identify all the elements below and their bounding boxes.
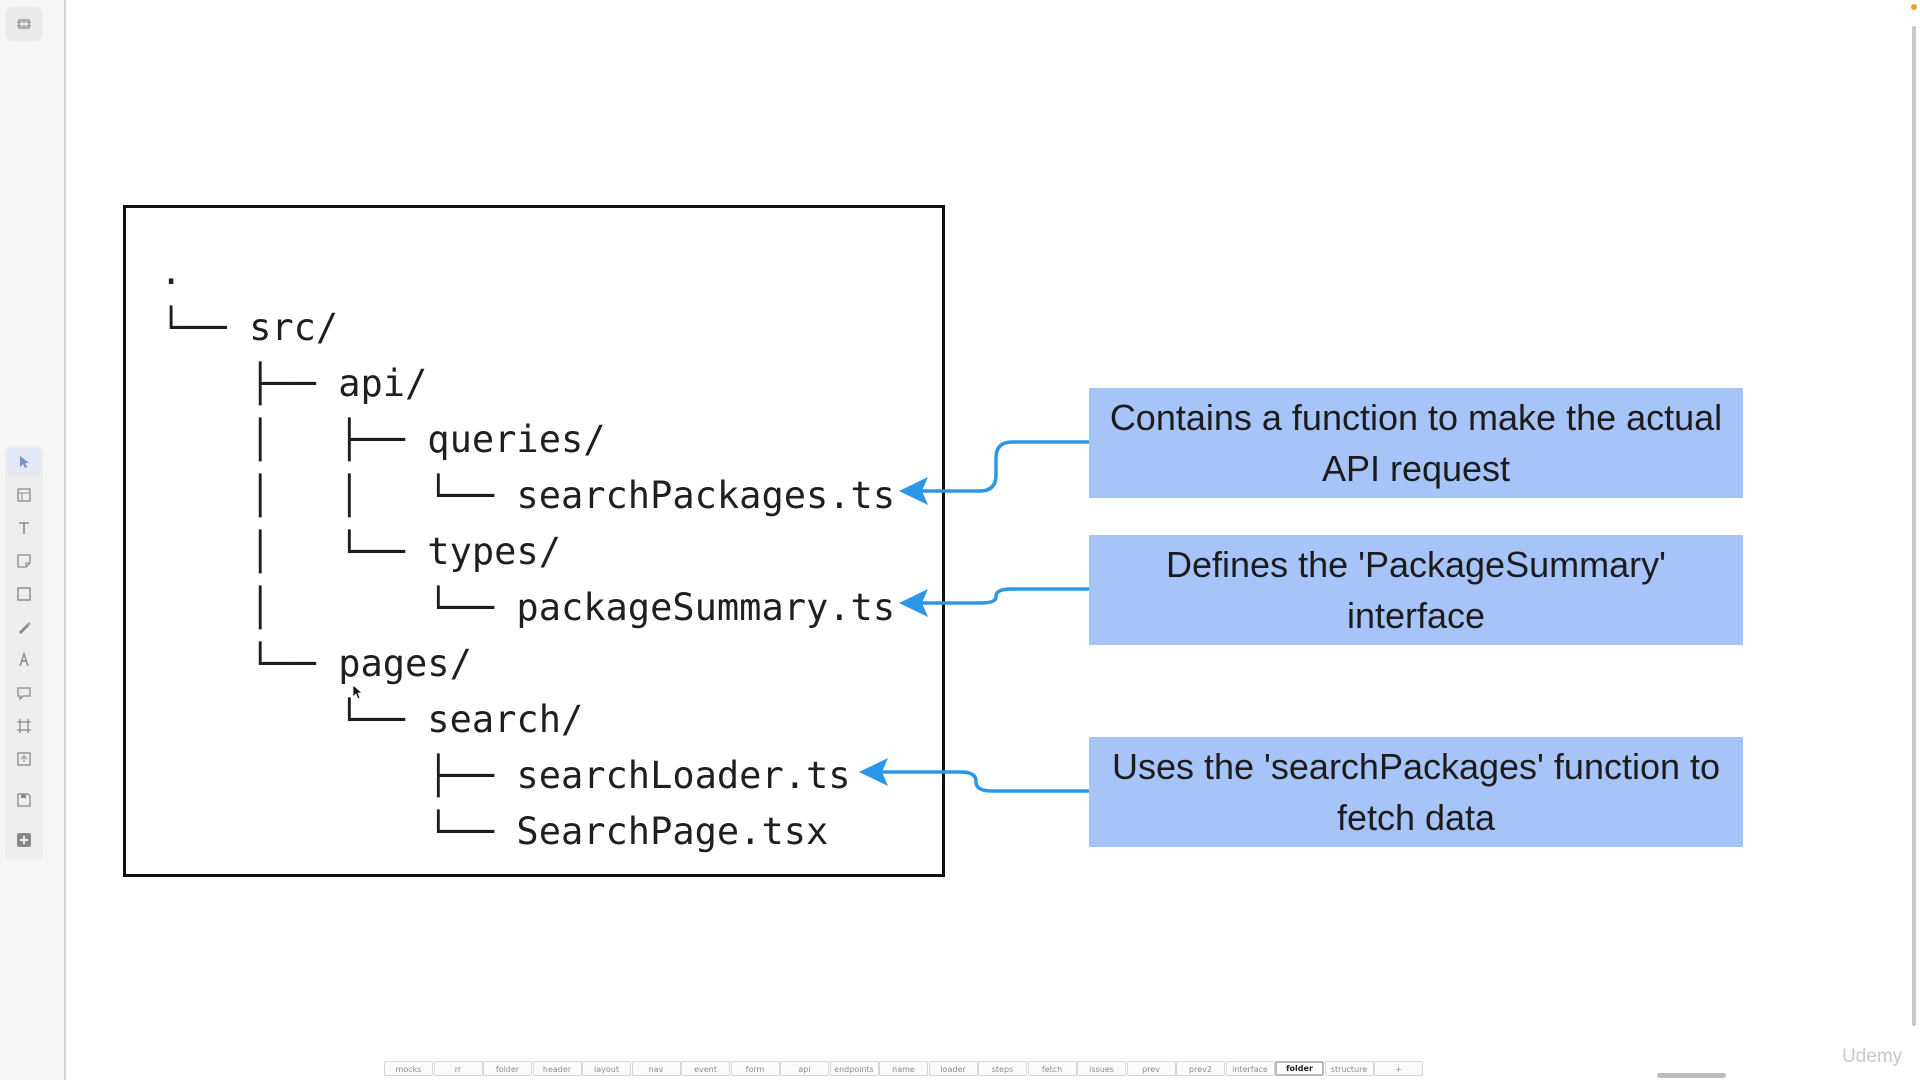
tab-folder[interactable]: folder [483, 1061, 532, 1076]
layout-icon [17, 488, 31, 502]
tree-line-queries: │ ├── queries/ [160, 418, 606, 461]
sticky-note-icon [17, 554, 31, 568]
tab-fetch[interactable]: fetch [1027, 1061, 1077, 1076]
text-icon [19, 522, 29, 534]
save-icon [17, 793, 31, 807]
callout-search-packages: Contains a function to make the actual A… [1089, 388, 1743, 498]
select-icon [20, 456, 29, 468]
frame-icon [17, 719, 31, 733]
frame-tool[interactable] [7, 712, 41, 740]
comment-tool[interactable] [7, 679, 41, 707]
frame-tab-bar: mocks rr folder header layout nav event … [384, 1061, 1423, 1078]
tab-api[interactable]: api [780, 1061, 829, 1076]
tab-steps[interactable]: steps [978, 1061, 1027, 1076]
add-tab-button[interactable]: + [1374, 1061, 1423, 1076]
mouse-cursor-icon [352, 684, 364, 700]
udemy-watermark: Udemy [1842, 1046, 1903, 1067]
tree-line-types: │ └── types/ [160, 530, 561, 573]
tab-event[interactable]: event [681, 1061, 730, 1076]
highlighter-icon [19, 652, 29, 667]
tab-mocks[interactable]: mocks [384, 1061, 433, 1076]
tab-structure[interactable]: structure [1324, 1061, 1374, 1076]
tree-line-search-loader: ├── searchLoader.ts [160, 754, 851, 797]
callout-search-loader: Uses the 'searchPackages' function to fe… [1089, 737, 1743, 847]
toolbox [5, 446, 43, 860]
arrow-to-search-packages [920, 440, 1090, 493]
sticky-note-tool[interactable] [7, 547, 41, 575]
text-tool[interactable] [7, 514, 41, 542]
tree-line-package-summary: │ └── packageSummary.ts [160, 586, 896, 629]
pen-tool[interactable] [7, 613, 41, 641]
left-tool-rail [0, 0, 66, 1080]
tab-header[interactable]: header [532, 1061, 582, 1076]
upload-icon [17, 752, 31, 766]
save-tool[interactable] [7, 786, 41, 814]
add-tool[interactable] [7, 826, 41, 854]
callout-package-summary: Defines the 'PackageSummary' interface [1089, 535, 1743, 645]
tab-endpoints[interactable]: endpoints [829, 1061, 879, 1076]
comment-icon [17, 687, 31, 701]
folder-tree-panel: . └── src/ ├── api/ │ ├── queries/ │ │ └… [123, 205, 945, 877]
plus-icon [17, 833, 31, 847]
rectangle-icon [17, 587, 31, 601]
tree-line-root: . [160, 250, 183, 293]
tab-rr[interactable]: rr [433, 1061, 483, 1076]
notification-dot [1911, 4, 1917, 10]
tab-form[interactable]: form [730, 1061, 780, 1076]
frames-icon [17, 19, 31, 29]
tab-name[interactable]: name [879, 1061, 928, 1076]
frames-panel-button[interactable] [6, 7, 42, 41]
tab-loader[interactable]: loader [928, 1061, 978, 1076]
layout-tool[interactable] [7, 481, 41, 509]
upload-tool[interactable] [7, 745, 41, 773]
tree-line-src: └── src/ [160, 306, 339, 349]
tab-prev2[interactable]: prev2 [1176, 1061, 1225, 1076]
pen-icon [19, 622, 31, 634]
tree-line-search-page: └── SearchPage.tsx [160, 810, 829, 853]
tab-prev[interactable]: prev [1126, 1061, 1176, 1076]
vertical-scrollbar[interactable] [1912, 26, 1916, 1026]
rectangle-tool[interactable] [7, 580, 41, 608]
tab-folder-active[interactable]: folder [1275, 1061, 1324, 1076]
tab-interface[interactable]: interface [1225, 1061, 1275, 1076]
tab-issues[interactable]: issues [1077, 1061, 1126, 1076]
tab-nav[interactable]: nav [631, 1061, 681, 1076]
tree-line-api: ├── api/ [160, 362, 428, 405]
highlighter-tool[interactable] [7, 646, 41, 674]
arrow-to-package-summary [920, 587, 1090, 605]
tree-line-search: └── search/ [160, 698, 584, 741]
tree-line-search-packages: │ │ └── searchPackages.ts [160, 474, 896, 517]
horizontal-scrollbar[interactable] [1657, 1073, 1726, 1078]
tree-line-pages: └── pages/ [160, 642, 472, 685]
tab-layout[interactable]: layout [582, 1061, 631, 1076]
select-tool[interactable] [7, 448, 41, 476]
